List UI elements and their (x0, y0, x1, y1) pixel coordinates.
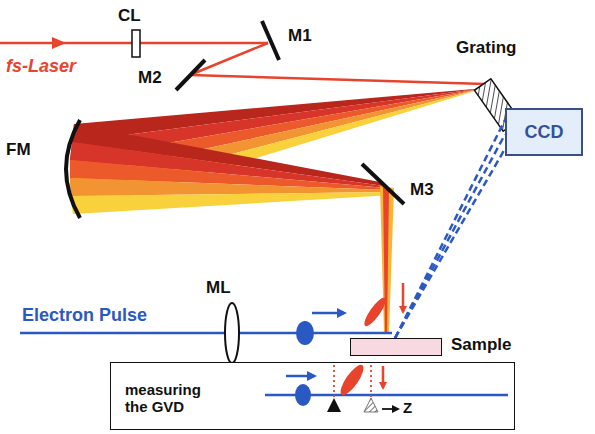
node-label: CCD (525, 122, 564, 143)
electron-arrow (286, 375, 314, 378)
magnetic-lens (225, 303, 239, 363)
part-label: Grating (456, 38, 516, 58)
tilted-pulse (361, 295, 389, 329)
time-marker (370, 365, 372, 397)
part-label: CL (118, 6, 141, 26)
laser-beam (190, 75, 485, 84)
diffraction-ray (395, 120, 505, 338)
time-marker (333, 365, 335, 397)
cylindrical-lens (132, 30, 140, 57)
part-label: ML (206, 278, 231, 298)
laser-beam (190, 43, 268, 75)
axis-label: Z (403, 399, 412, 416)
electron-beam (265, 394, 508, 397)
position-marker (364, 398, 378, 412)
tilted-beam (383, 186, 389, 333)
sample-plate: Sample (350, 338, 442, 356)
electron-pulse (295, 384, 311, 406)
diffraction-ray (395, 134, 505, 338)
electron-beam (20, 332, 392, 335)
mirror (176, 60, 205, 90)
node-label: Sample (451, 335, 511, 355)
dispersed-fan (70, 88, 485, 214)
part-label: M1 (288, 26, 312, 46)
inset-box: measuring the GVD (110, 362, 515, 430)
node-label: measuring the GVD (125, 381, 211, 416)
part-label: M2 (138, 68, 162, 88)
mirror (262, 21, 279, 60)
pulse-arrow (402, 283, 405, 312)
tilted-beam (380, 186, 394, 333)
ccd-detector: CCD (505, 108, 583, 156)
position-marker (327, 398, 341, 412)
diffraction-ray (395, 149, 505, 338)
beam-label: Electron Pulse (22, 305, 147, 326)
beam-arrow (52, 37, 66, 49)
beam-label: fs-Laser (6, 56, 76, 77)
pulse-arrow (382, 366, 385, 388)
part-label: M3 (410, 180, 434, 200)
part-label: FM (6, 140, 31, 160)
focusing-mirror (66, 120, 80, 218)
tilted-pulse (337, 362, 367, 398)
mirror (362, 164, 404, 204)
electron-arrow (312, 312, 344, 315)
electron-pulse (296, 321, 314, 345)
z-axis-arrow (382, 408, 398, 410)
